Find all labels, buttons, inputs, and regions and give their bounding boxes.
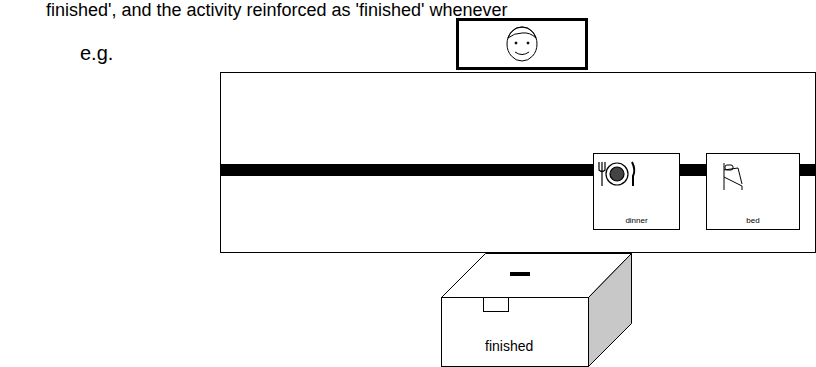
- card-label: dinner: [594, 216, 679, 225]
- body-text: finished', and the activity reinforced a…: [46, 0, 508, 20]
- box-face: [510, 272, 530, 276]
- activity-card: bed: [706, 153, 800, 230]
- face-frame: [458, 20, 587, 69]
- box-outline: [441, 253, 632, 367]
- board-outline: [221, 73, 816, 253]
- box-face: [589, 254, 632, 367]
- bed-symbol: [724, 163, 742, 190]
- finished-box: finished: [441, 253, 632, 367]
- activity-card: dinner: [593, 153, 680, 230]
- box-face: [442, 298, 589, 367]
- dinner-symbol: [599, 162, 634, 186]
- card-label: bed: [707, 216, 799, 225]
- face-symbol: [507, 27, 537, 61]
- box-face: [484, 298, 509, 312]
- example-label: e.g.: [80, 42, 113, 64]
- box-label: finished: [485, 338, 533, 354]
